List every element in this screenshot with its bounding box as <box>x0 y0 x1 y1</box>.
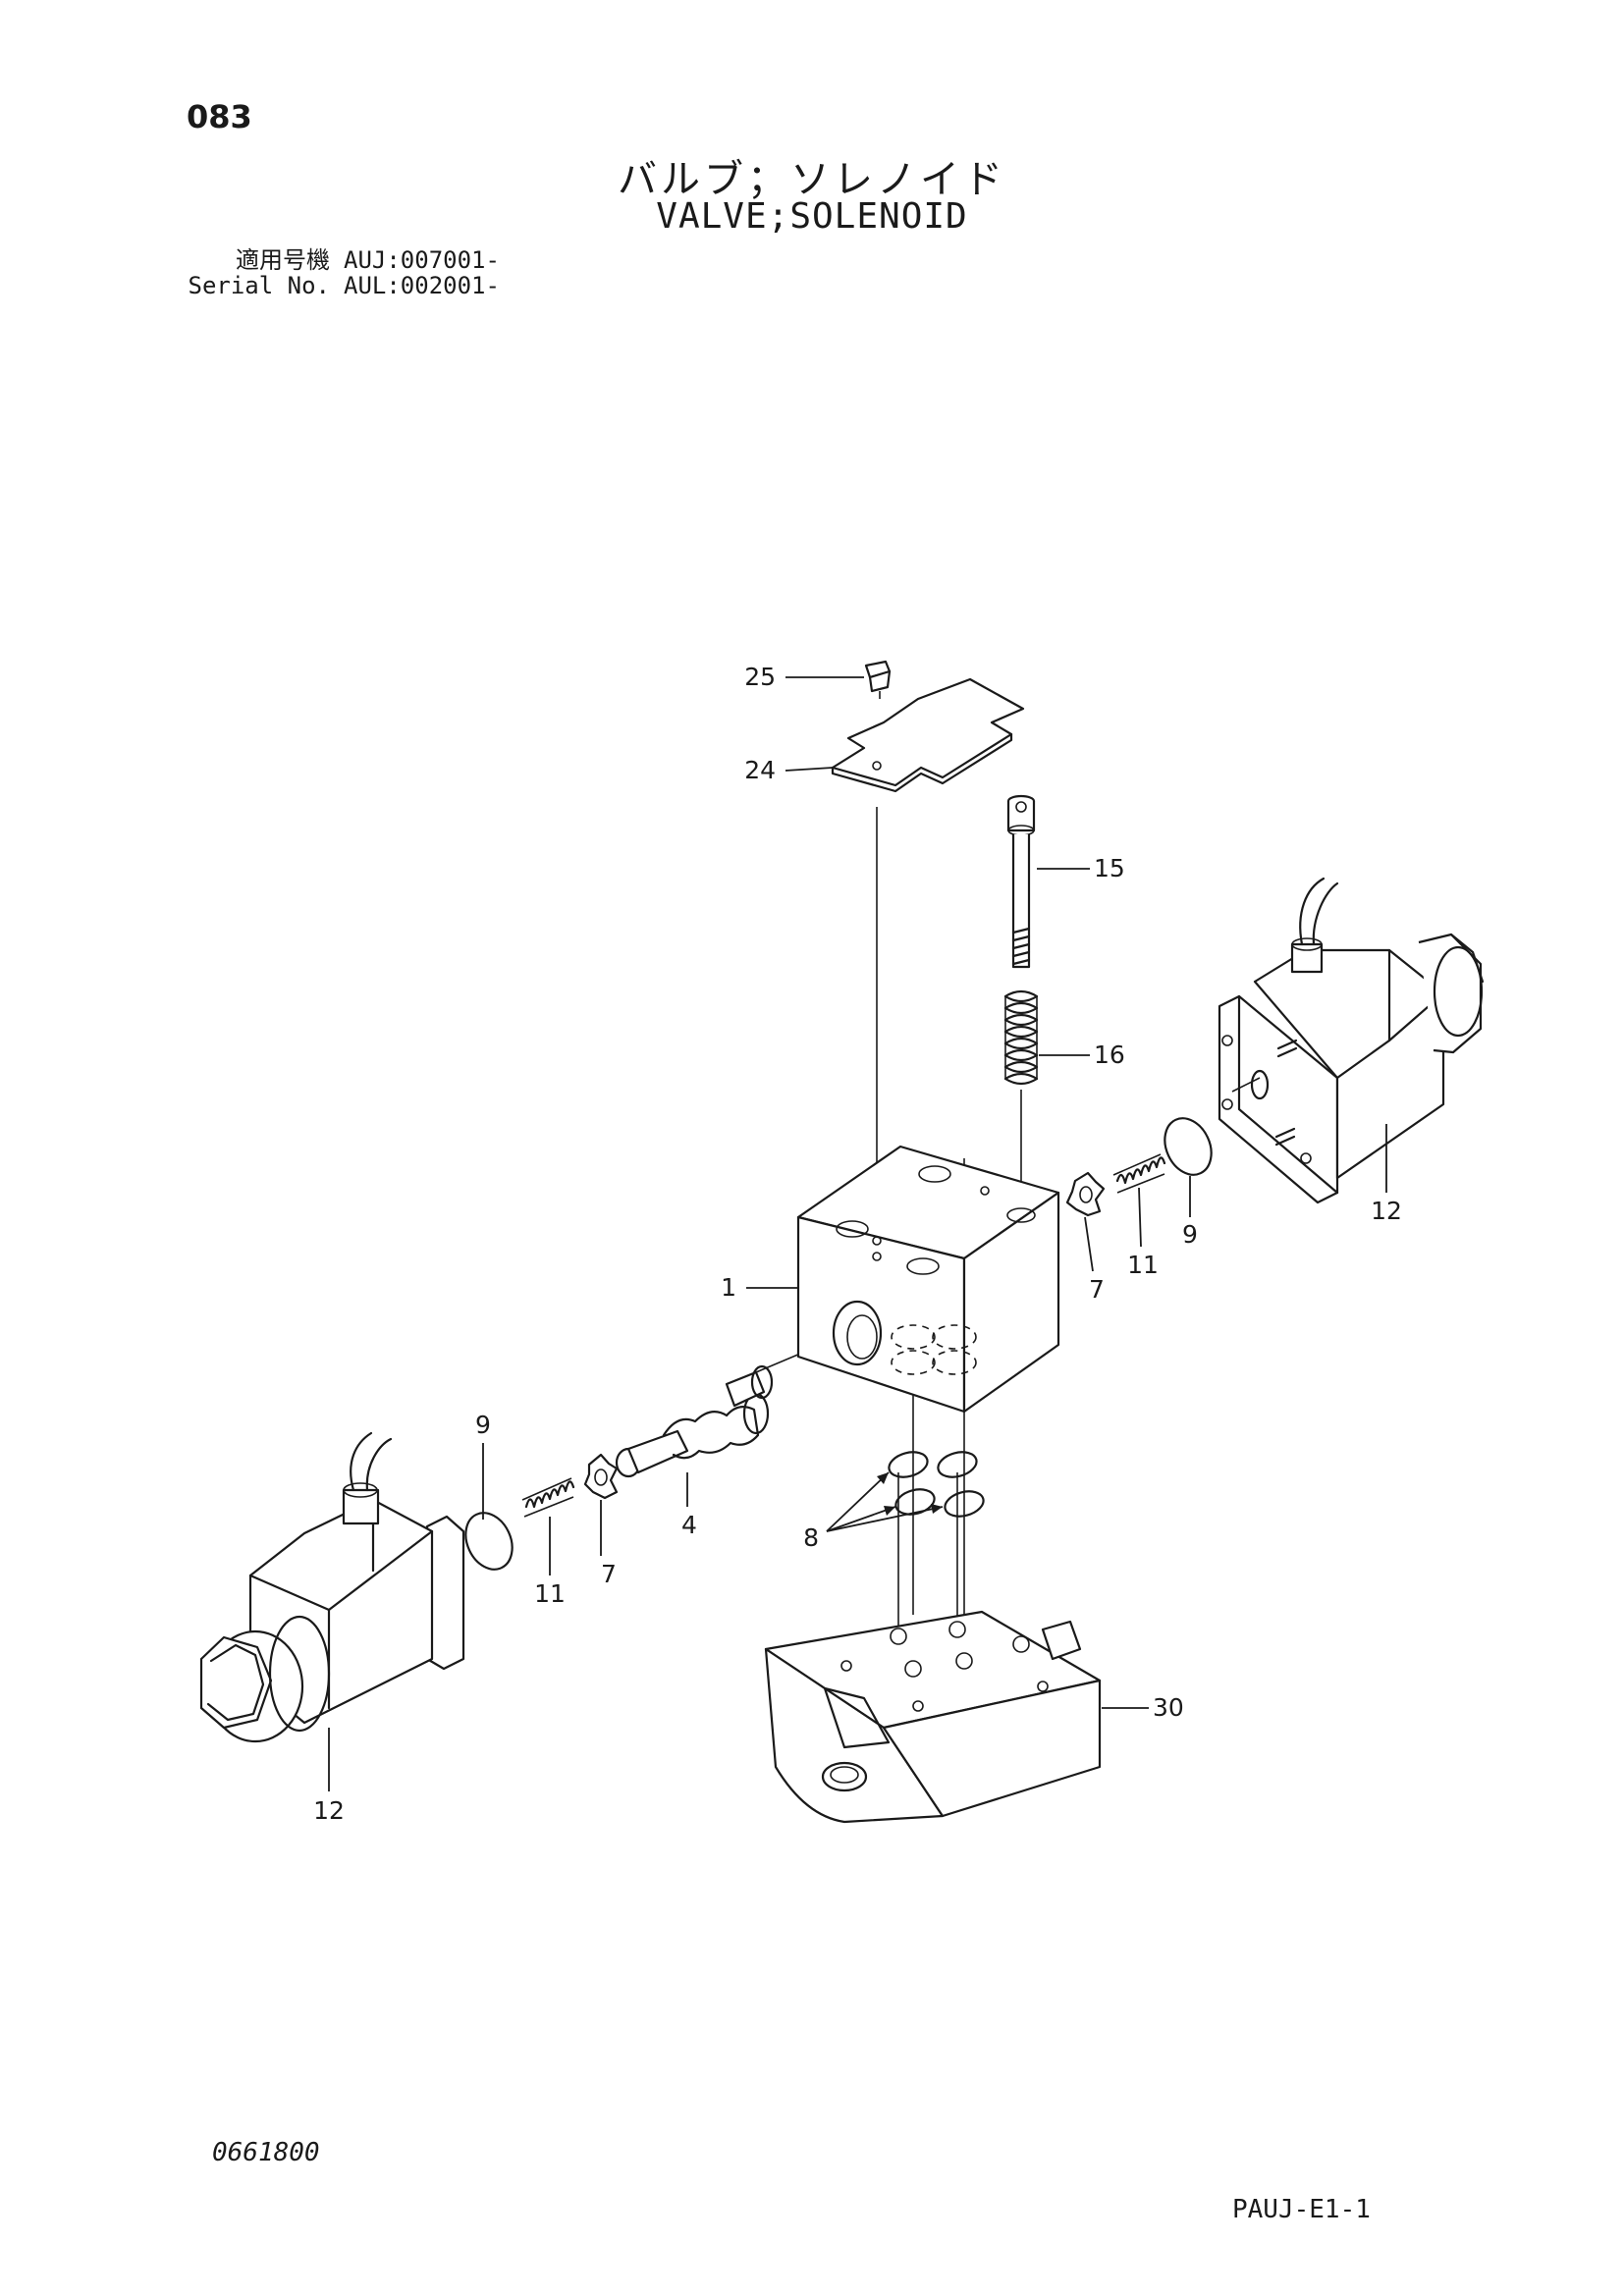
title-japanese: バルブ；ソレノイド <box>618 157 1006 202</box>
part-12-solenoid-left <box>199 1431 465 1743</box>
part-7-stopper-right <box>1065 1171 1106 1217</box>
part-4-spool <box>615 1364 774 1478</box>
serial-label: 適用号機 <box>236 246 330 274</box>
callout-9-right: 9 <box>1182 1220 1198 1249</box>
leader-lines <box>328 676 1387 1791</box>
callout-25: 25 <box>744 663 776 691</box>
part-11-spring-left <box>521 1477 575 1518</box>
part-9-o-ring-right <box>1164 1117 1213 1176</box>
serial-row-number: Serial No. AUL:002001- <box>183 273 500 298</box>
callout-11-left: 11 <box>534 1579 566 1608</box>
part-30-base-block <box>764 1610 1102 1824</box>
callout-12-right: 12 <box>1371 1197 1402 1225</box>
part-7-stopper-left <box>583 1453 619 1500</box>
part-15-bolt <box>1006 794 1036 969</box>
part-12-solenoid-right <box>1218 877 1485 1204</box>
serial-label: Serial No. <box>188 272 331 299</box>
callout-1: 1 <box>721 1273 736 1302</box>
title-english: VALVE;SOLENOID <box>656 196 968 237</box>
callout-16: 16 <box>1094 1041 1125 1069</box>
page-number: 083 <box>187 98 252 135</box>
callout-12-left: 12 <box>313 1796 345 1825</box>
serial-block: 適用号機 AUJ:007001- Serial No. AUL:002001- <box>183 247 500 298</box>
part-24-cover-plate <box>831 677 1025 793</box>
serial-value: AUL:002001- <box>344 272 500 299</box>
callout-11-right: 11 <box>1127 1251 1159 1279</box>
callout-7-right: 7 <box>1089 1275 1105 1304</box>
document-code: 0661800 <box>212 2138 320 2167</box>
part-11-spring-right <box>1112 1153 1166 1194</box>
part-8-o-rings <box>888 1451 985 1518</box>
callout-8: 8 <box>803 1523 819 1552</box>
callout-30: 30 <box>1153 1693 1184 1722</box>
part-16-spring <box>1003 989 1039 1086</box>
callout-24: 24 <box>744 756 776 784</box>
part-1-valve-body <box>796 1145 1060 1414</box>
sheet-code: PAUJ-E1-1 <box>1232 2195 1371 2224</box>
part-25-screw <box>864 660 892 699</box>
callout-labels: 25 24 15 16 1 7 11 9 12 9 11 7 4 8 30 12 <box>313 663 1402 1825</box>
callout-4: 4 <box>681 1511 697 1539</box>
callout-9-left: 9 <box>475 1411 491 1439</box>
serial-row-applicable: 適用号機 AUJ:007001- <box>183 247 500 273</box>
callout-15: 15 <box>1094 854 1125 882</box>
part-9-o-ring-left <box>464 1512 514 1571</box>
callout-7-left: 7 <box>601 1560 617 1588</box>
serial-value: AUJ:007001- <box>344 246 500 274</box>
